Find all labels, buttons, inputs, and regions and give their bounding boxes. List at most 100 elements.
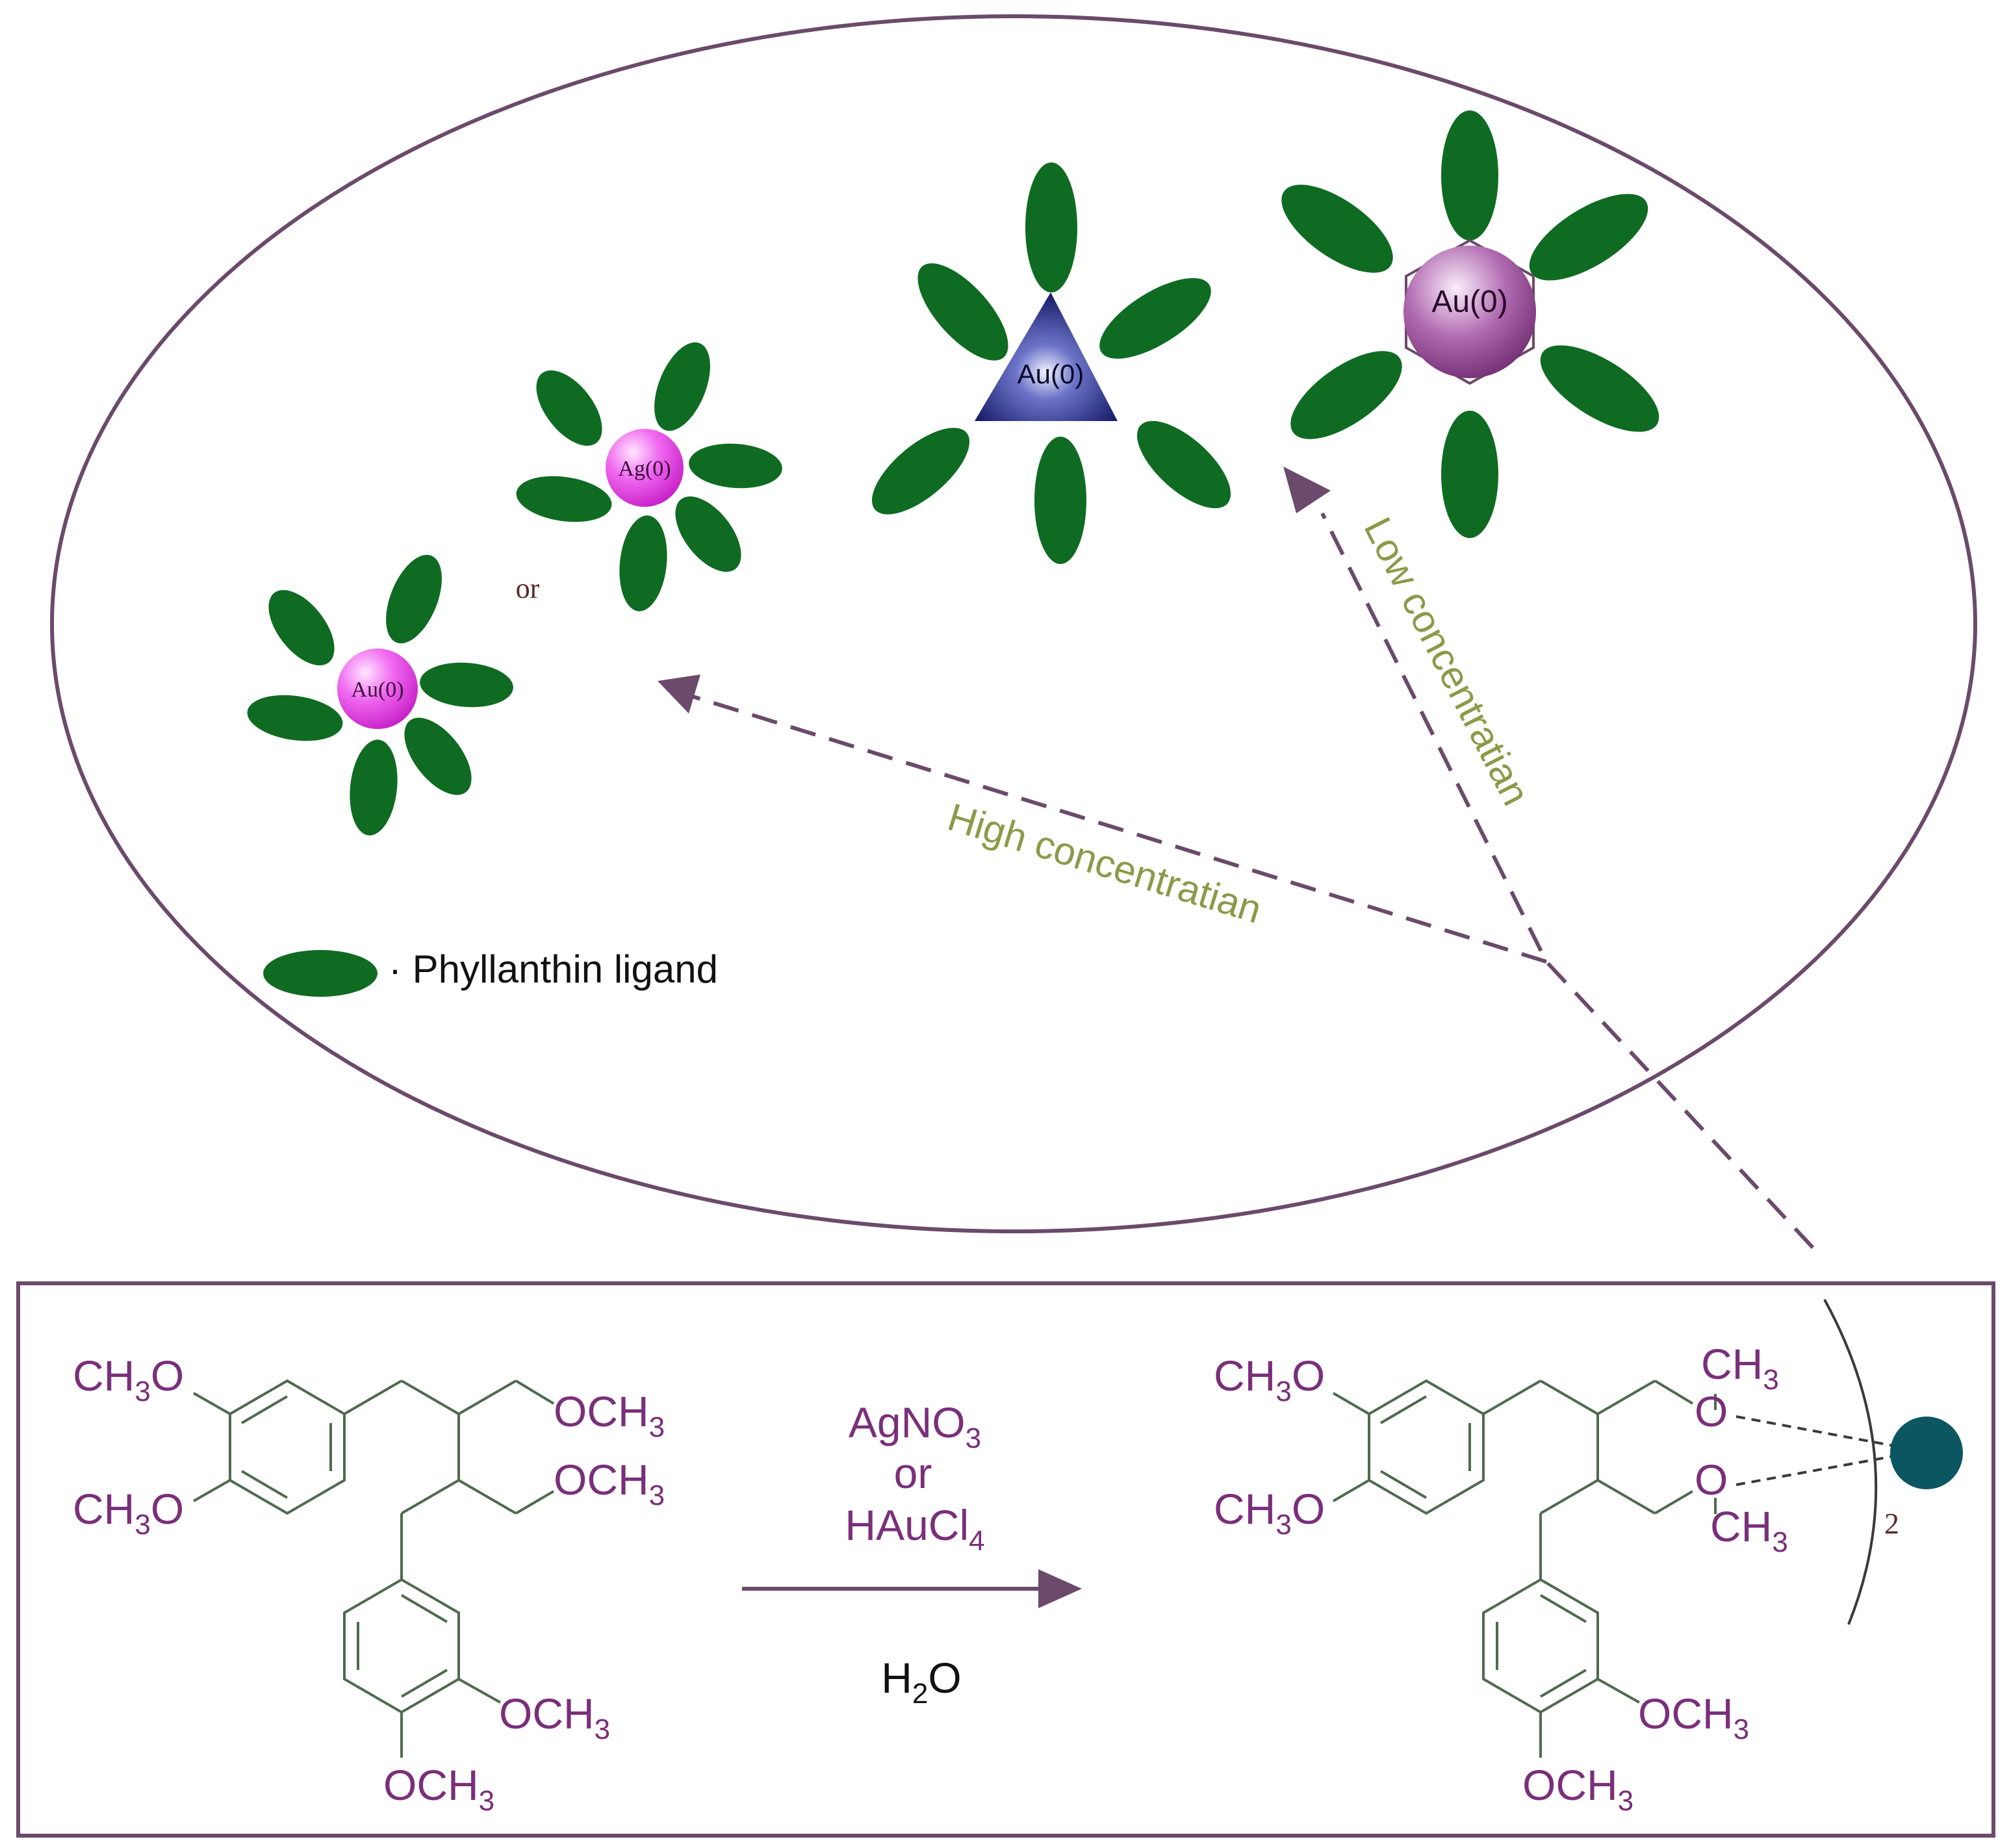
coordination-bond bbox=[1736, 1415, 1898, 1448]
ag-sphere bbox=[606, 429, 684, 507]
reactant-group-6: OCH3 bbox=[383, 1761, 494, 1817]
ag-label: Ag(0) bbox=[618, 457, 671, 481]
bond bbox=[1539, 1380, 1599, 1415]
bond bbox=[1539, 1479, 1599, 1515]
bond bbox=[457, 1479, 517, 1515]
reagent-haucl4: HAuCl4 bbox=[845, 1501, 984, 1557]
product-group-1: CH3O bbox=[1214, 1352, 1325, 1407]
outer-ellipse bbox=[50, 14, 1977, 1233]
ligand-icon bbox=[350, 739, 398, 836]
reactant-group-4: OCH3 bbox=[554, 1456, 665, 1511]
au-label-hexagon: Au(0) bbox=[1431, 285, 1507, 319]
bond bbox=[1597, 1678, 1640, 1704]
arrow-head-low bbox=[1283, 467, 1331, 513]
ligand-icon bbox=[1025, 162, 1077, 292]
ligand-icon bbox=[536, 370, 602, 446]
ligand-icon bbox=[1540, 345, 1659, 432]
product-group-4: CH3 bbox=[1710, 1502, 1788, 1558]
ligand-icon bbox=[1290, 351, 1402, 439]
ring-inner-bond bbox=[240, 1470, 288, 1499]
ligand-icon bbox=[420, 662, 513, 708]
hexagon-outline bbox=[1405, 238, 1535, 385]
product-group-5: OCH3 bbox=[1638, 1689, 1749, 1745]
reaction-arrow-head bbox=[1038, 1569, 1082, 1608]
ligand-icon bbox=[247, 695, 343, 741]
au-sphere bbox=[337, 648, 418, 729]
ring-inner-bond bbox=[1539, 1669, 1587, 1698]
reagents: AgNO3 or HAuCl4 bbox=[845, 1398, 984, 1557]
product-molecule bbox=[1332, 1379, 1717, 1758]
reactant-group-1: CH3O bbox=[73, 1352, 184, 1407]
product-labels: CH3O CH3O CH3 O O CH3 OCH3 OCH3 bbox=[1214, 1340, 1788, 1817]
bond bbox=[457, 1380, 517, 1415]
ligand-icon bbox=[268, 590, 335, 665]
ligand-icon bbox=[654, 342, 710, 431]
or-text: or bbox=[516, 572, 540, 604]
bond bbox=[343, 1380, 403, 1415]
ligand-icon bbox=[1441, 411, 1498, 538]
product-group-2: CH3O bbox=[1214, 1485, 1325, 1541]
ligand-icon bbox=[1529, 194, 1648, 281]
product-group-6: OCH3 bbox=[1522, 1761, 1633, 1817]
upper-ring bbox=[1368, 1379, 1485, 1515]
reactant-labels: CH3O CH3O OCH3 OCH3 OCH3 OCH3 bbox=[73, 1352, 665, 1817]
product-o2: O bbox=[1695, 1456, 1728, 1504]
ring-inner-bond bbox=[400, 1594, 448, 1623]
bond bbox=[400, 1380, 460, 1415]
ring-inner-bond bbox=[400, 1669, 448, 1698]
arrow-head-high bbox=[658, 674, 700, 713]
arrow-shaft-high bbox=[688, 693, 1547, 964]
ring-inner-bond bbox=[1539, 1594, 1587, 1623]
ligand-icon bbox=[386, 554, 442, 644]
bond bbox=[1596, 1479, 1656, 1515]
nanoparticle-au-hexagon: Au(0) bbox=[1281, 110, 1659, 538]
bond bbox=[458, 1678, 501, 1704]
ligand-icon bbox=[871, 428, 970, 515]
legend-label: · Phyllanthin ligand bbox=[389, 947, 718, 991]
ligand-icon bbox=[1441, 110, 1498, 240]
bond bbox=[193, 1479, 231, 1502]
ligand-icon bbox=[1281, 185, 1393, 273]
reactant-group-5: OCH3 bbox=[499, 1689, 610, 1745]
metal-atom-icon bbox=[1890, 1417, 1963, 1489]
reagent-or: or bbox=[894, 1449, 932, 1497]
ligand-icon bbox=[404, 717, 472, 795]
au-triangle bbox=[975, 292, 1118, 421]
ligand-icon bbox=[675, 496, 741, 572]
reagent-agno3: AgNO3 bbox=[849, 1398, 981, 1454]
ligand-icon bbox=[1034, 437, 1086, 564]
arrow-shaft-main bbox=[1320, 512, 1815, 1250]
ligand-icon bbox=[1136, 420, 1231, 509]
bond bbox=[515, 1490, 555, 1515]
bond bbox=[1596, 1380, 1656, 1415]
bond bbox=[515, 1380, 555, 1405]
bond bbox=[1332, 1392, 1370, 1415]
ligand-icon bbox=[1099, 277, 1211, 359]
product-o1: O bbox=[1695, 1387, 1728, 1435]
ligand-icon bbox=[619, 515, 667, 611]
lower-ring bbox=[343, 1578, 460, 1714]
bond bbox=[1654, 1380, 1694, 1405]
high-concentration-label: High concentratian bbox=[943, 795, 1266, 931]
bond bbox=[193, 1392, 231, 1415]
complex-bracket bbox=[1823, 1299, 1878, 1625]
ligand-icon bbox=[917, 263, 1008, 361]
legend: · Phyllanthin ligand bbox=[263, 947, 718, 997]
ligand-ring-1 bbox=[247, 554, 513, 836]
reactant-group-3: OCH3 bbox=[554, 1387, 665, 1443]
au-label-small: Au(0) bbox=[351, 678, 403, 702]
bond bbox=[1332, 1479, 1370, 1502]
reactant-group-2: CH3O bbox=[73, 1485, 184, 1541]
ring-inner-bond bbox=[1379, 1470, 1428, 1499]
nanoparticle-au-triangle: Au(0) bbox=[871, 162, 1231, 564]
ligand-icon bbox=[263, 950, 378, 997]
complex-subscript: 2 bbox=[1884, 1507, 1899, 1540]
nanoparticle-au-small: Au(0) bbox=[247, 554, 513, 836]
ligand-icon bbox=[516, 476, 612, 522]
ring-inner-bond bbox=[240, 1395, 288, 1424]
au-sphere-large bbox=[1403, 246, 1536, 378]
ligand-icon bbox=[689, 443, 782, 489]
reactant-molecule bbox=[193, 1379, 555, 1758]
bond bbox=[400, 1479, 460, 1515]
